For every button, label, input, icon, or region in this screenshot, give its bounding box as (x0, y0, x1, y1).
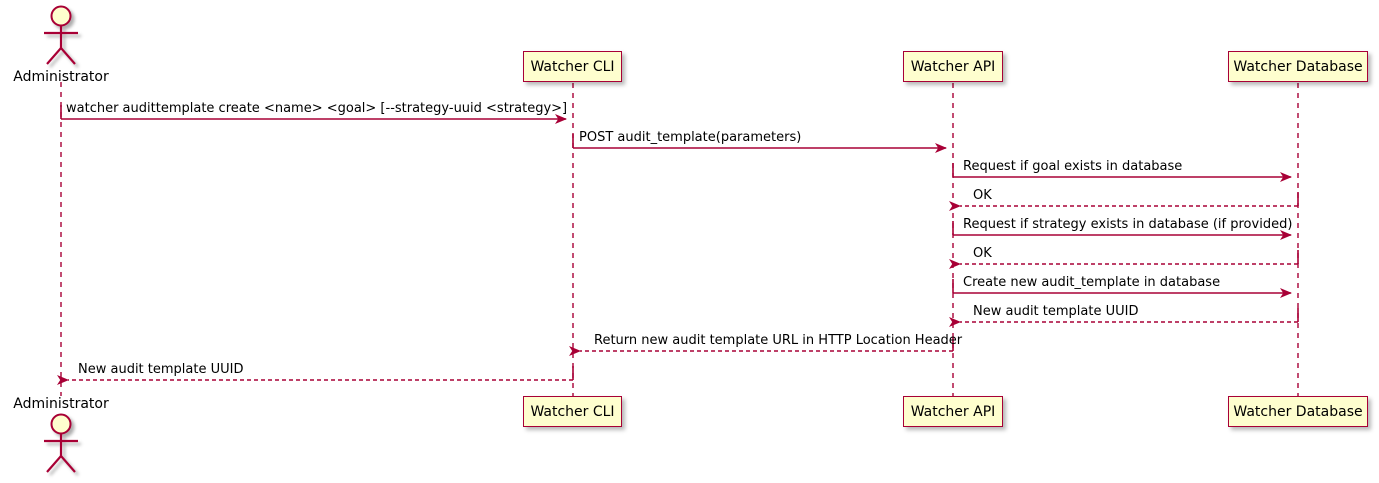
actor-label-administrator-bottom: Administrator (13, 396, 109, 412)
message-label-5: Request if strategy exists in database (… (963, 217, 1293, 232)
participant-label-watcher-database: Watcher Database (1233, 58, 1363, 75)
actor-administrator-top-icon (44, 5, 78, 65)
participant-label-watcher-api: Watcher API (910, 58, 996, 75)
message-arrow-2 (572, 134, 947, 153)
message-label-2: POST audit_template(parameters) (579, 130, 802, 145)
message-arrow-4 (949, 192, 1299, 211)
message-arrow-10 (57, 366, 574, 385)
message-label-6: OK (973, 246, 992, 261)
participant-label-watcher-api-bottom: Watcher API (910, 403, 996, 420)
message-label-8: New audit template UUID (973, 304, 1139, 319)
message-arrow-5 (952, 221, 1292, 240)
actor-label-administrator-top: Administrator (13, 69, 109, 85)
message-label-9: Return new audit template URL in HTTP Lo… (594, 333, 963, 348)
participant-box-watcher-api-bottom[interactable]: Watcher API (903, 396, 1003, 427)
message-arrow-7 (952, 279, 1292, 298)
message-arrow-9 (569, 337, 954, 356)
participant-box-watcher-database-top[interactable]: Watcher Database (1228, 51, 1368, 82)
message-label-4: OK (973, 188, 992, 203)
message-label-3: Request if goal exists in database (963, 159, 1183, 174)
message-arrow-6 (949, 250, 1299, 269)
message-arrow-1 (60, 105, 567, 124)
participant-box-watcher-database-bottom[interactable]: Watcher Database (1228, 396, 1368, 427)
message-label-10: New audit template UUID (78, 362, 244, 377)
message-label-1: watcher audittemplate create <name> <goa… (66, 101, 568, 116)
message-arrow-8 (949, 308, 1299, 327)
participant-box-watcher-cli-top[interactable]: Watcher CLI (523, 51, 622, 82)
participant-box-watcher-cli-bottom[interactable]: Watcher CLI (523, 396, 622, 427)
participant-box-watcher-api-top[interactable]: Watcher API (903, 51, 1003, 82)
actor-administrator-bottom-icon (44, 413, 78, 473)
participant-label-watcher-cli: Watcher CLI (530, 58, 615, 75)
participant-label-watcher-cli-bottom: Watcher CLI (530, 403, 615, 420)
message-label-7: Create new audit_template in database (963, 275, 1221, 290)
participant-label-watcher-database-bottom: Watcher Database (1233, 403, 1363, 420)
message-arrow-3 (952, 163, 1292, 182)
